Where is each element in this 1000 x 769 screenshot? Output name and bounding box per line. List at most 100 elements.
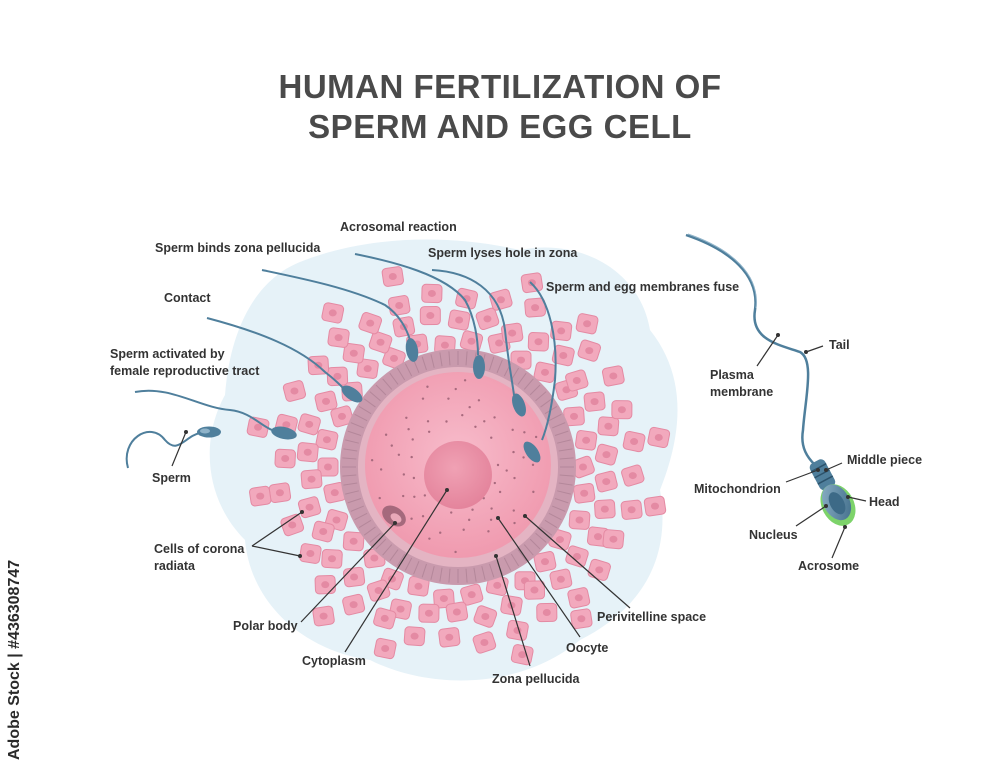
corona-cell	[621, 464, 645, 487]
corona-cell	[447, 309, 471, 331]
corona-cell	[475, 307, 500, 331]
label-perivitelline-space: Perivitelline space	[597, 610, 707, 624]
corona-cell	[571, 455, 595, 479]
corona-cell	[568, 510, 591, 530]
corona-cell	[489, 288, 513, 311]
corona-cell	[643, 495, 667, 517]
corona-cell	[358, 311, 383, 335]
polar-body-inner	[390, 513, 402, 523]
corona-cell	[594, 443, 619, 466]
corona-cell	[445, 601, 469, 623]
corona-cell	[326, 366, 349, 387]
sperm-lyses	[431, 269, 526, 417]
sperm-acrosomal	[354, 253, 485, 379]
corona-cell	[485, 574, 509, 597]
corona-cell	[438, 627, 461, 648]
label-corona-line-2: radiata	[154, 559, 195, 573]
label-sperm-binds: Sperm binds zona pellucida	[155, 241, 321, 255]
corona-cell	[381, 266, 404, 287]
page-title-line-2: SPERM AND EGG CELL	[308, 108, 692, 145]
corona-cell	[373, 607, 397, 630]
label-plasma-line-2: membrane	[710, 385, 774, 399]
corona-cell	[620, 499, 643, 520]
corona-cell	[527, 332, 550, 352]
sperm-activated	[125, 426, 221, 469]
label-plasma-line-1: Plasma	[710, 368, 754, 382]
corona-cell	[601, 365, 625, 387]
corona-cell	[382, 347, 406, 370]
label-middle-piece: Middle piece	[847, 453, 923, 467]
sperm-tail-highlight	[687, 233, 757, 309]
corona-cell	[647, 426, 671, 449]
oocyte-nucleus	[424, 441, 492, 509]
corona-cell	[536, 602, 558, 623]
corona-cell	[297, 413, 321, 436]
sperm-middle-piece	[809, 459, 836, 491]
sperm-tail	[685, 233, 816, 466]
corona-cell	[280, 513, 305, 537]
corona-cell	[368, 331, 393, 354]
corona-cell	[473, 605, 498, 628]
corona-cell	[611, 400, 633, 420]
corona-cell	[565, 545, 589, 568]
corona-cell	[583, 391, 606, 412]
label-membranes-fuse: Sperm and egg membranes fuse	[546, 280, 740, 294]
label-contact: Contact	[164, 291, 211, 305]
corona-cell	[472, 631, 497, 654]
page-title-line-1: HUMAN FERTILIZATION OF	[278, 68, 722, 105]
label-acrosome: Acrosome	[798, 559, 860, 573]
corona-cell	[317, 457, 339, 477]
corona-cell	[321, 548, 343, 569]
corona-cell	[249, 485, 272, 507]
corona-cell	[373, 637, 397, 660]
corona-cell	[342, 531, 365, 552]
corona-cell	[565, 369, 589, 392]
label-tail: Tail	[829, 338, 850, 352]
label-sperm-lyses: Sperm lyses hole in zona	[428, 246, 578, 260]
watermark: Adobe Stock | #436308747	[6, 559, 23, 760]
corona-cell	[321, 302, 345, 324]
corona-cell	[323, 482, 347, 504]
corona-cell	[460, 583, 484, 606]
cytoplasm-granules	[370, 379, 538, 554]
sperm-fuse	[523, 281, 557, 463]
corona-cell	[574, 430, 598, 451]
corona-cell	[570, 608, 593, 630]
corona-cell	[314, 390, 338, 413]
label-head: Head	[869, 495, 900, 509]
corona-cell	[312, 605, 335, 627]
corona-cell	[300, 469, 323, 490]
corona-cell	[297, 496, 322, 519]
sperm-anatomy	[685, 233, 856, 526]
label-mitochondrion: Mitochondrion	[694, 482, 781, 496]
corona-cell	[433, 588, 455, 609]
label-acrosomal-reaction: Acrosomal reaction	[340, 220, 457, 234]
corona-cell	[549, 568, 573, 590]
label-sperm: Sperm	[152, 471, 191, 485]
label-nucleus: Nucleus	[749, 528, 798, 542]
corona-cell	[567, 587, 591, 609]
corona-cell	[594, 499, 616, 520]
leader-lines	[171, 334, 867, 667]
corona-cell	[268, 482, 292, 504]
corona-cell	[563, 406, 585, 427]
corona-cell	[602, 529, 625, 550]
corona-cell	[575, 313, 599, 335]
corona-cell	[597, 416, 620, 437]
corona-cell	[533, 361, 557, 383]
corona-cell	[421, 283, 443, 304]
label-corona-line-1: Cells of corona	[154, 542, 245, 556]
corona-cell	[299, 543, 322, 564]
corona-cell	[587, 558, 611, 581]
corona-cell	[533, 551, 557, 573]
label-zona-pellucida: Zona pellucida	[492, 672, 580, 686]
label-activated-line-1: Sperm activated by	[110, 347, 225, 361]
label-polar-body: Polar body	[233, 619, 298, 633]
sperm-contact	[206, 317, 363, 403]
sperm-binds	[261, 269, 419, 362]
leader-dots	[184, 333, 850, 558]
corona-cell	[282, 380, 307, 402]
corona-cell	[314, 574, 336, 595]
corona-cell	[330, 405, 354, 428]
corona-cell	[524, 297, 546, 318]
